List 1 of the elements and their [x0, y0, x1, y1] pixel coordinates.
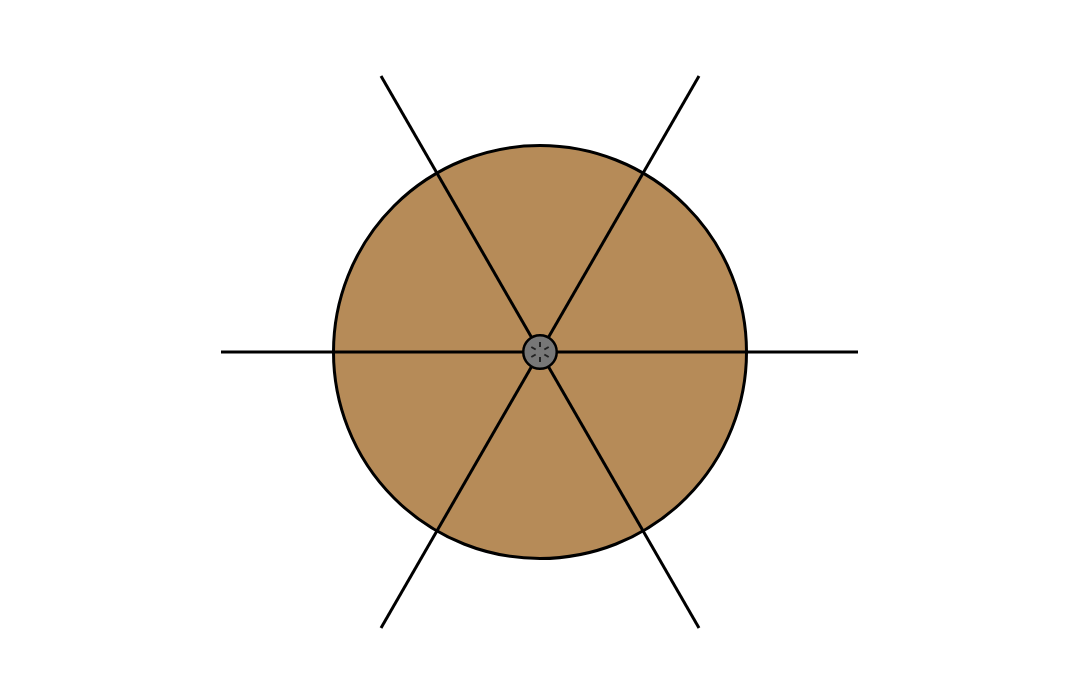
disk [332, 144, 748, 560]
